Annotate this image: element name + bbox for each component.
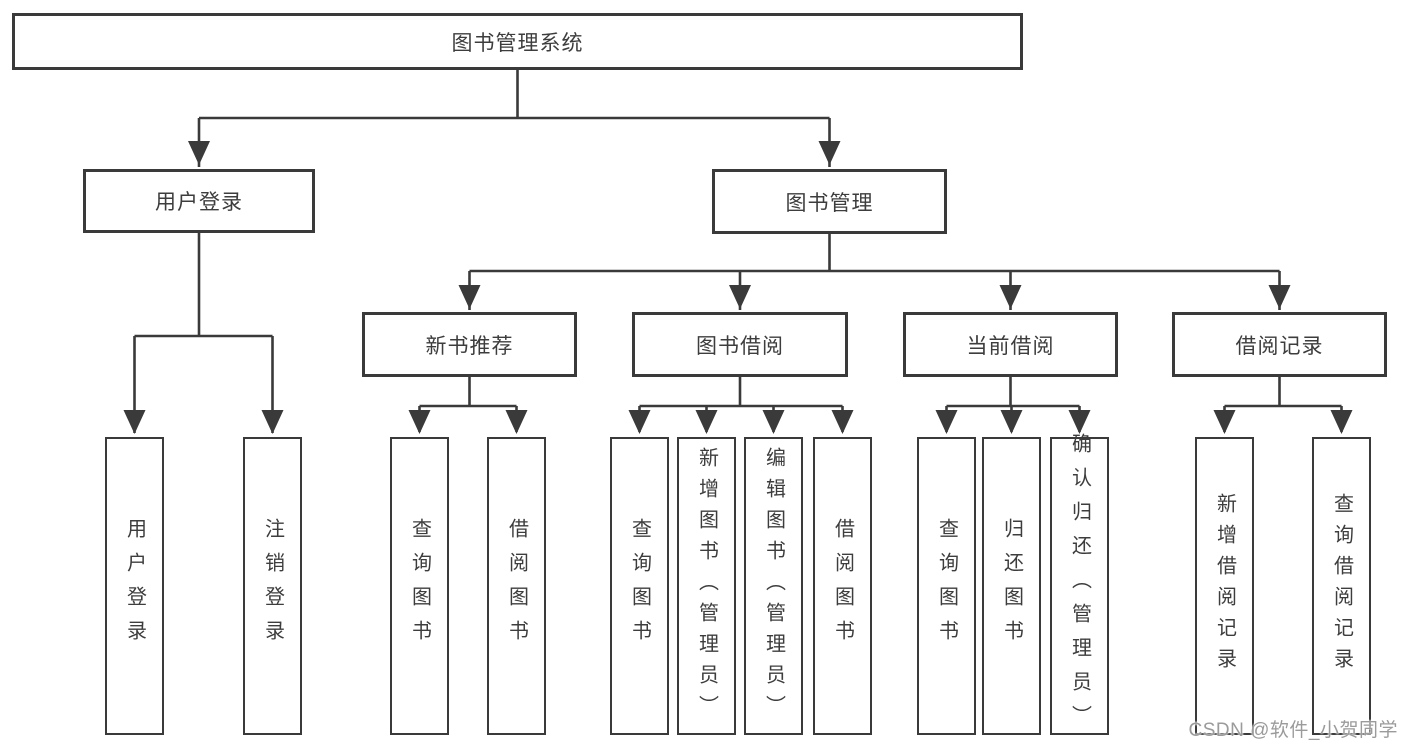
leaf-return-book: 归还图书 [982, 437, 1041, 735]
connector-path [133, 70, 1343, 433]
leaf-query-books-borrowing: 查询图书 [610, 437, 669, 735]
leaf-label: 新增借阅记录 [1213, 493, 1236, 679]
node-user-login: 用户登录 [83, 169, 315, 233]
node-borrowing-records: 借阅记录 [1172, 312, 1387, 377]
leaf-label: 查询借阅记录 [1330, 493, 1353, 679]
leaf-label: 编辑图书（管理员） [762, 446, 785, 726]
node-new-book-recommendation: 新书推荐 [362, 312, 577, 377]
leaf-borrow-books-borrowing: 借阅图书 [813, 437, 872, 735]
node-book-borrowing: 图书借阅 [632, 312, 848, 377]
leaf-label: 注销登录 [261, 518, 284, 654]
leaf-add-borrow-record: 新增借阅记录 [1195, 437, 1254, 735]
leaf-label: 新增图书（管理员） [695, 446, 718, 726]
leaf-label: 查询图书 [628, 518, 651, 654]
leaf-logout-login: 注销登录 [243, 437, 302, 735]
leaf-user-login: 用户登录 [105, 437, 164, 735]
node-current-borrowing: 当前借阅 [903, 312, 1118, 377]
leaf-query-borrow-record: 查询借阅记录 [1312, 437, 1371, 735]
leaf-label: 归还图书 [1000, 518, 1023, 654]
leaf-query-books-current: 查询图书 [917, 437, 976, 735]
leaf-label: 借阅图书 [505, 518, 528, 654]
watermark: CSDN @软件_小贺同学 [1188, 720, 1398, 741]
leaf-add-book-admin: 新增图书（管理员） [677, 437, 736, 735]
leaf-borrow-books-recommend: 借阅图书 [487, 437, 546, 735]
arrowheads [123, 141, 1353, 434]
leaf-label: 用户登录 [123, 518, 146, 654]
leaf-query-books-recommend: 查询图书 [390, 437, 449, 735]
leaf-label: 确认归还（管理员） [1068, 433, 1091, 739]
leaf-label: 查询图书 [935, 518, 958, 654]
node-book-management: 图书管理 [712, 169, 947, 234]
node-root: 图书管理系统 [12, 13, 1023, 70]
leaf-label: 借阅图书 [831, 518, 854, 654]
leaf-edit-book-admin: 编辑图书（管理员） [744, 437, 803, 735]
leaf-confirm-return-admin: 确认归还（管理员） [1050, 433, 1109, 739]
leaf-label: 查询图书 [408, 518, 431, 654]
